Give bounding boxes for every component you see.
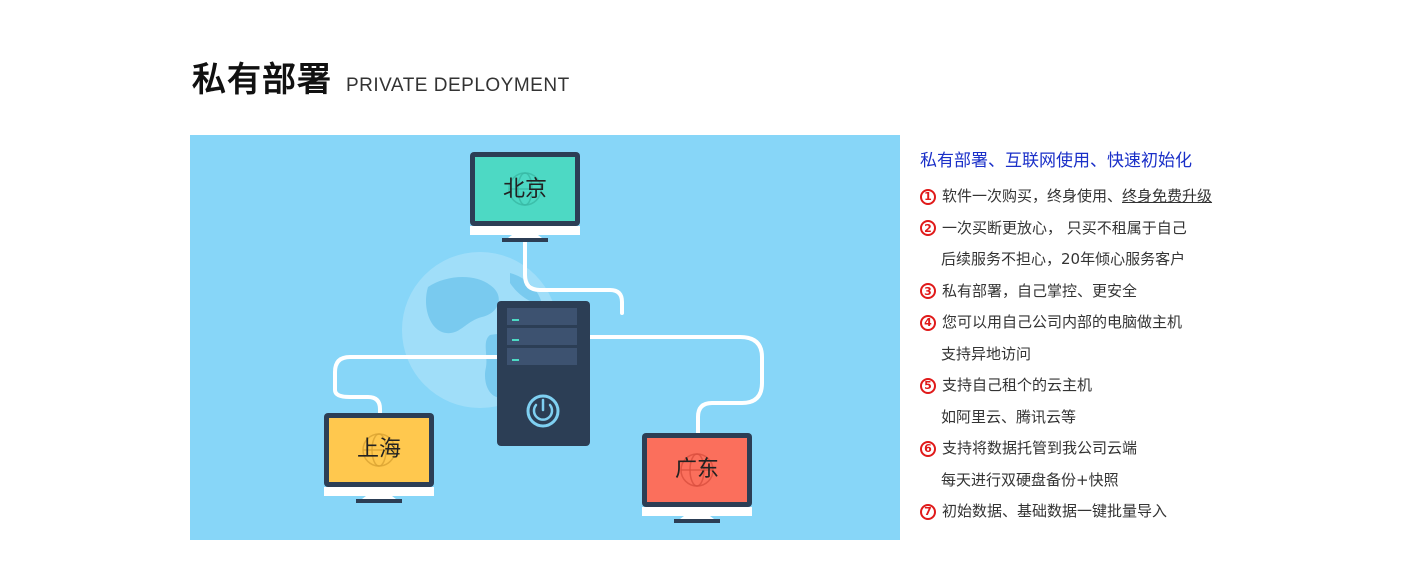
lifetime-upgrade-highlight: 终身免费升级 xyxy=(1122,187,1213,205)
list-item: 支持异地访问 xyxy=(920,339,1400,371)
page-subtitle: PRIVATE DEPLOYMENT xyxy=(346,75,570,96)
list-item: 后续服务不担心，20年倾心服务客户 xyxy=(920,244,1400,276)
feature-panel: 私有部署、互联网使用、快速初始化 1 软件一次购买，终身使用、终身免费升级 2 … xyxy=(920,146,1400,528)
list-item: 2 一次买断更放心， 只买不租属于自己 xyxy=(920,213,1400,245)
list-item: 5 支持自己租个的云主机 xyxy=(920,370,1400,402)
deployment-illustration: 北京 上海 广东 xyxy=(190,135,900,540)
list-item-text: 初始数据、基础数据一键批量导入 xyxy=(942,502,1168,520)
feature-list: 1 软件一次购买，终身使用、终身免费升级 2 一次买断更放心， 只买不租属于自己… xyxy=(920,181,1400,528)
server-icon xyxy=(497,301,590,446)
list-item-text: 私有部署，自己掌控、更安全 xyxy=(942,281,1138,300)
list-item-text: 每天进行双硬盘备份+快照 xyxy=(941,470,1119,489)
monitor-shanghai-label: 上海 xyxy=(357,437,401,462)
page-title: 私有部署 xyxy=(192,60,332,100)
network-lines xyxy=(333,239,764,435)
list-item-text: 支持将数据托管到我公司云端 xyxy=(942,439,1138,457)
monitor-guangdong-label: 广东 xyxy=(675,457,719,482)
circled-number: 5 xyxy=(920,377,936,394)
list-item-text: 您可以用自己公司内部的电脑做主机 xyxy=(942,313,1183,331)
circled-number: 2 xyxy=(920,220,936,237)
list-item: 7 初始数据、基础数据一键批量导入 xyxy=(920,496,1400,528)
list-item: 4 您可以用自己公司内部的电脑做主机 xyxy=(920,307,1400,339)
circled-number: 4 xyxy=(920,314,936,331)
list-item-text: 后续服务不担心，20年倾心服务客户 xyxy=(941,250,1186,268)
circled-number: 3 xyxy=(920,283,936,300)
list-item: 1 软件一次购买，终身使用、终身免费升级 xyxy=(920,181,1400,213)
circled-number: 6 xyxy=(920,440,936,457)
feature-headline: 私有部署、互联网使用、快速初始化 xyxy=(920,151,1192,171)
list-item: 如阿里云、腾讯云等 xyxy=(920,402,1400,434)
list-item-text: 支持自己租个的云主机 xyxy=(942,376,1093,394)
monitor-beijing-label: 北京 xyxy=(503,177,547,202)
monitor-guangdong-icon xyxy=(642,433,752,523)
monitor-shanghai-icon xyxy=(324,413,434,503)
list-item: 每天进行双硬盘备份+快照 xyxy=(920,465,1400,497)
list-item-text: 如阿里云、腾讯云等 xyxy=(941,407,1077,426)
circled-number: 1 xyxy=(920,188,936,205)
circled-number: 7 xyxy=(920,503,936,520)
list-item-text: 软件一次购买，终身使用、 xyxy=(942,187,1123,205)
list-item-text: 支持异地访问 xyxy=(941,344,1032,363)
list-item: 3 私有部署，自己掌控、更安全 xyxy=(920,276,1400,308)
list-item-text: 一次买断更放心， 只买不租属于自己 xyxy=(942,218,1187,237)
page-header: 私有部署 PRIVATE DEPLOYMENT xyxy=(192,52,570,101)
list-item: 6 支持将数据托管到我公司云端 xyxy=(920,433,1400,465)
monitor-beijing-icon xyxy=(470,152,580,242)
